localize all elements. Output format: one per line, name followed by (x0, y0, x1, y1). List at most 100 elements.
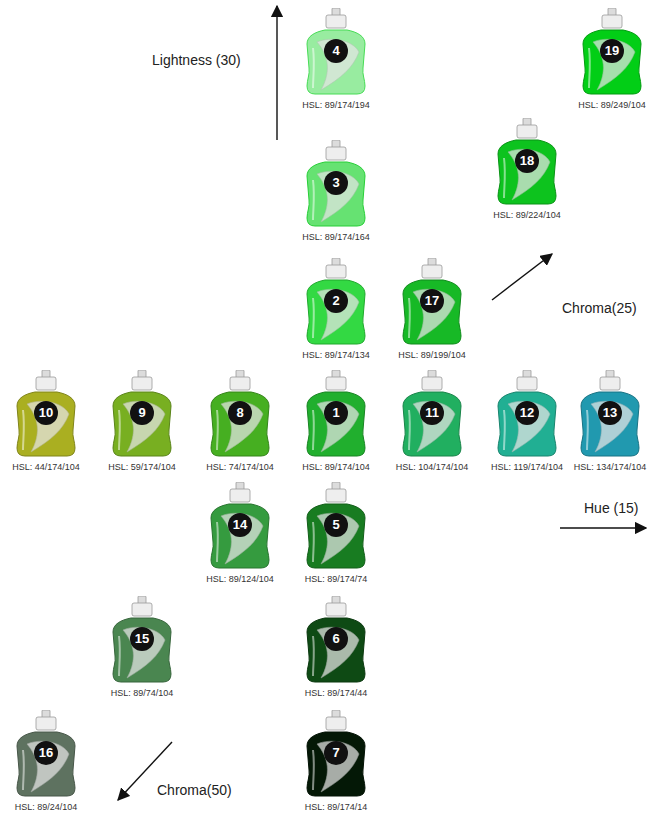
callout-number: 15 (97, 628, 187, 650)
callout-number: 13 (565, 402, 654, 424)
bottle-node: 2HSL: 89/174/134 (291, 258, 381, 360)
bottle: 18 (482, 118, 572, 206)
hsl-label: HSL: 89/174/44 (291, 688, 381, 698)
highlight (312, 410, 315, 450)
cap (326, 147, 346, 160)
hsl-label: HSL: 119/174/104 (482, 462, 572, 472)
cap (326, 489, 346, 502)
hsl-label: HSL: 89/174/164 (291, 232, 381, 242)
callout-number: 17 (387, 290, 477, 312)
bottle-node: 5HSL: 89/174/74 (291, 482, 381, 584)
bottle: 12 (482, 370, 572, 458)
highlight (312, 750, 315, 790)
hsl-label: HSL: 89/174/14 (291, 802, 381, 812)
bottle-node: 8HSL: 74/174/104 (195, 370, 285, 472)
bottle-node: 7HSL: 89/174/14 (291, 710, 381, 812)
callout-number: 19 (567, 40, 654, 62)
cap (602, 15, 622, 28)
highlight (586, 410, 589, 450)
bottle-body (307, 280, 365, 344)
highlight (312, 48, 315, 88)
bottle: 2 (291, 258, 381, 346)
bottle: 14 (195, 482, 285, 570)
bottle-body (211, 504, 269, 568)
bottle-node: 1HSL: 89/174/104 (291, 370, 381, 472)
bottle-body (113, 392, 171, 456)
cap (517, 125, 537, 138)
highlight (22, 750, 25, 790)
callout-number: 6 (291, 628, 381, 650)
hsl-label: HSL: 74/174/104 (195, 462, 285, 472)
bottle-node: 10HSL: 44/174/104 (1, 370, 91, 472)
bottle-body (498, 140, 556, 204)
hsl-label: HSL: 134/174/104 (565, 462, 654, 472)
callout-number: 3 (291, 172, 381, 194)
bottle: 1 (291, 370, 381, 458)
cap (600, 377, 620, 390)
bottle: 16 (1, 710, 91, 798)
bottle-node: 16HSL: 89/24/104 (1, 710, 91, 812)
bottle-node: 4HSL: 89/174/194 (291, 8, 381, 110)
cap (326, 265, 346, 278)
callout-number: 11 (387, 402, 477, 424)
callout-number: 4 (291, 40, 381, 62)
bottle-node: 11HSL: 104/174/104 (387, 370, 477, 472)
bottle: 10 (1, 370, 91, 458)
hsl-label: HSL: 89/74/104 (97, 688, 187, 698)
highlight (588, 48, 591, 88)
hsl-label: HSL: 89/24/104 (1, 802, 91, 812)
bottle-body (307, 618, 365, 682)
cap (326, 717, 346, 730)
highlight (312, 180, 315, 220)
highlight (216, 410, 219, 450)
bottle-body (498, 392, 556, 456)
callout-number: 1 (291, 402, 381, 424)
bottle: 5 (291, 482, 381, 570)
cap (230, 377, 250, 390)
bottle-node: 14HSL: 89/124/104 (195, 482, 285, 584)
callout-number: 18 (482, 150, 572, 172)
cap (422, 377, 442, 390)
bottle-node: 3HSL: 89/174/164 (291, 140, 381, 242)
bottle-body (307, 732, 365, 796)
hsl-label: HSL: 89/174/74 (291, 574, 381, 584)
hsl-label: HSL: 89/249/104 (567, 100, 654, 110)
bottle-body (307, 162, 365, 226)
bottle: 19 (567, 8, 654, 96)
bottle-node: 13HSL: 134/174/104 (565, 370, 654, 472)
bottle: 8 (195, 370, 285, 458)
bottle-node: 12HSL: 119/174/104 (482, 370, 572, 472)
bottle-body (403, 280, 461, 344)
callout-number: 14 (195, 514, 285, 536)
axis-label: Hue (15) (582, 500, 640, 516)
hsl-label: HSL: 89/174/104 (291, 462, 381, 472)
highlight (312, 522, 315, 562)
hsl-label: HSL: 89/174/194 (291, 100, 381, 110)
bottle: 6 (291, 596, 381, 684)
cap (132, 377, 152, 390)
highlight (216, 522, 219, 562)
bottle-body (17, 732, 75, 796)
hsl-label: HSL: 89/124/104 (195, 574, 285, 584)
cap (517, 377, 537, 390)
highlight (408, 298, 411, 338)
hsl-label: HSL: 44/174/104 (1, 462, 91, 472)
bottle-node: 15HSL: 89/74/104 (97, 596, 187, 698)
bottle: 3 (291, 140, 381, 228)
axis-label: Chroma(50) (155, 782, 234, 798)
bottle-body (211, 392, 269, 456)
bottle: 11 (387, 370, 477, 458)
hsl-label: HSL: 104/174/104 (387, 462, 477, 472)
cap (132, 603, 152, 616)
lightness-arrow (276, 6, 277, 140)
bottle: 13 (565, 370, 654, 458)
axis-label: Lightness (30) (150, 52, 243, 68)
highlight (22, 410, 25, 450)
hsl-label: HSL: 59/174/104 (97, 462, 187, 472)
bottle-node: 6HSL: 89/174/44 (291, 596, 381, 698)
hsl-label: HSL: 89/174/134 (291, 350, 381, 360)
highlight (118, 410, 121, 450)
callout-number: 12 (482, 402, 572, 424)
bottle-body (307, 392, 365, 456)
bottle-node: 17HSL: 89/199/104 (387, 258, 477, 360)
